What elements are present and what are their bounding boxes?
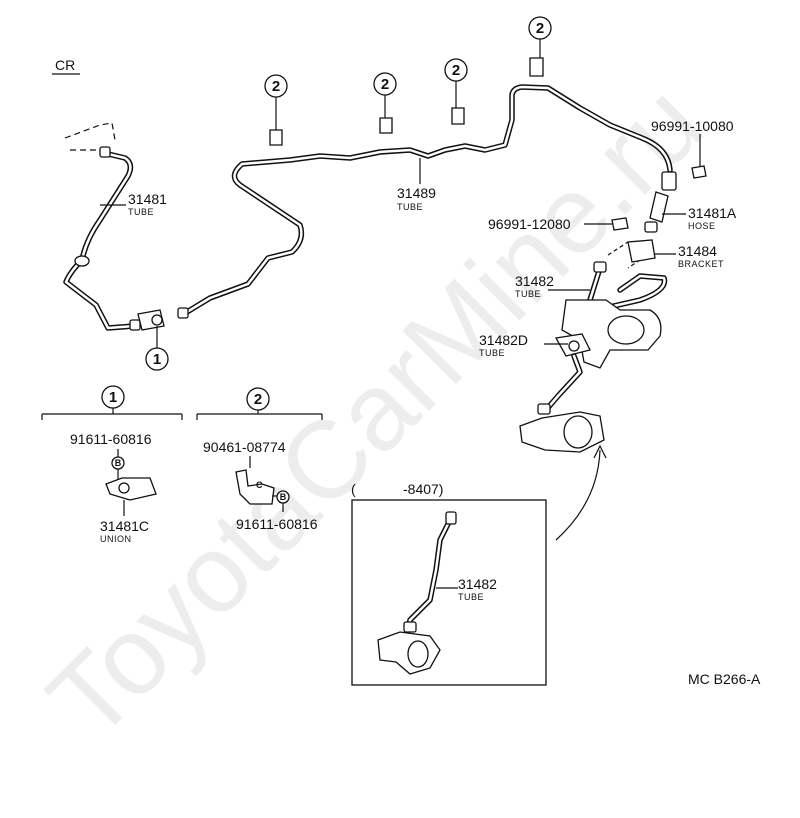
section-code: CR [55,57,75,73]
label-96991-10080: 96991-10080 [651,118,734,166]
inset-tube-number: 31482 [458,576,497,592]
svg-text:B: B [280,492,287,502]
svg-text:TUBE: TUBE [515,289,541,299]
inset-range: -8407) [403,481,443,497]
svg-text:C: C [256,480,263,490]
detail-2: 2 90461-08774 C B 91611-60816 [196,387,323,532]
inset-tube-name: TUBE [458,592,484,602]
svg-text:B: B [115,458,122,468]
svg-text:2: 2 [272,78,280,95]
detail-2-bolt-number: 91611-60816 [236,516,318,532]
callout-2-clamp-d: 2 [528,16,552,58]
tube-31489-drawing [177,57,673,319]
svg-text:TUBE: TUBE [479,348,505,358]
svg-text:2: 2 [452,62,460,79]
label-31481A: 31481A HOSE [662,205,737,231]
inset-8407: ( -8407) 31482 TUBE [351,481,547,686]
detail-1-bolt-number: 91611-60816 [70,431,152,447]
svg-text:31489: 31489 [397,185,436,201]
tube-31481-drawing [63,122,165,331]
svg-text:1: 1 [153,351,161,368]
svg-text:TUBE: TUBE [397,202,423,212]
callout-1-union: 1 [145,326,169,371]
label-31482: 31482 TUBE [515,273,590,299]
label-31489: 31489 TUBE [397,158,436,212]
svg-text:31484: 31484 [678,243,717,259]
svg-text:96991-12080: 96991-12080 [488,216,571,232]
svg-text:1: 1 [109,389,117,406]
svg-text:31482: 31482 [515,273,554,289]
svg-text:2: 2 [381,76,389,93]
svg-text:HOSE: HOSE [688,221,716,231]
label-31481: 31481 TUBE [100,191,167,217]
callout-2-clamp-b: 2 [373,72,397,118]
detail-1-union-number: 31481C [100,518,149,534]
hose-assembly-drawing [519,165,707,541]
svg-text:2: 2 [536,20,544,37]
diagram-code: MC B266-A [688,671,761,687]
detail-2-clip-number: 90461-08774 [203,439,286,455]
detail-1: 1 91611-60816 B 31481C UNION [41,385,183,544]
callout-2-clamp-a: 2 [264,74,288,130]
svg-text:BRACKET: BRACKET [678,259,724,269]
label-31484: 31484 BRACKET [655,243,724,269]
detail-1-union-name: UNION [100,534,132,544]
svg-text:31481: 31481 [128,191,167,207]
label-31482D: 31482D TUBE [479,332,568,358]
svg-text:2: 2 [254,391,262,408]
svg-text:31482D: 31482D [479,332,528,348]
svg-text:TUBE: TUBE [128,207,154,217]
svg-text:31481A: 31481A [688,205,737,221]
label-96991-12080: 96991-12080 [488,216,612,232]
callout-2-clamp-c: 2 [444,58,468,108]
svg-text:96991-10080: 96991-10080 [651,118,734,134]
inset-open-paren: ( [351,481,356,497]
